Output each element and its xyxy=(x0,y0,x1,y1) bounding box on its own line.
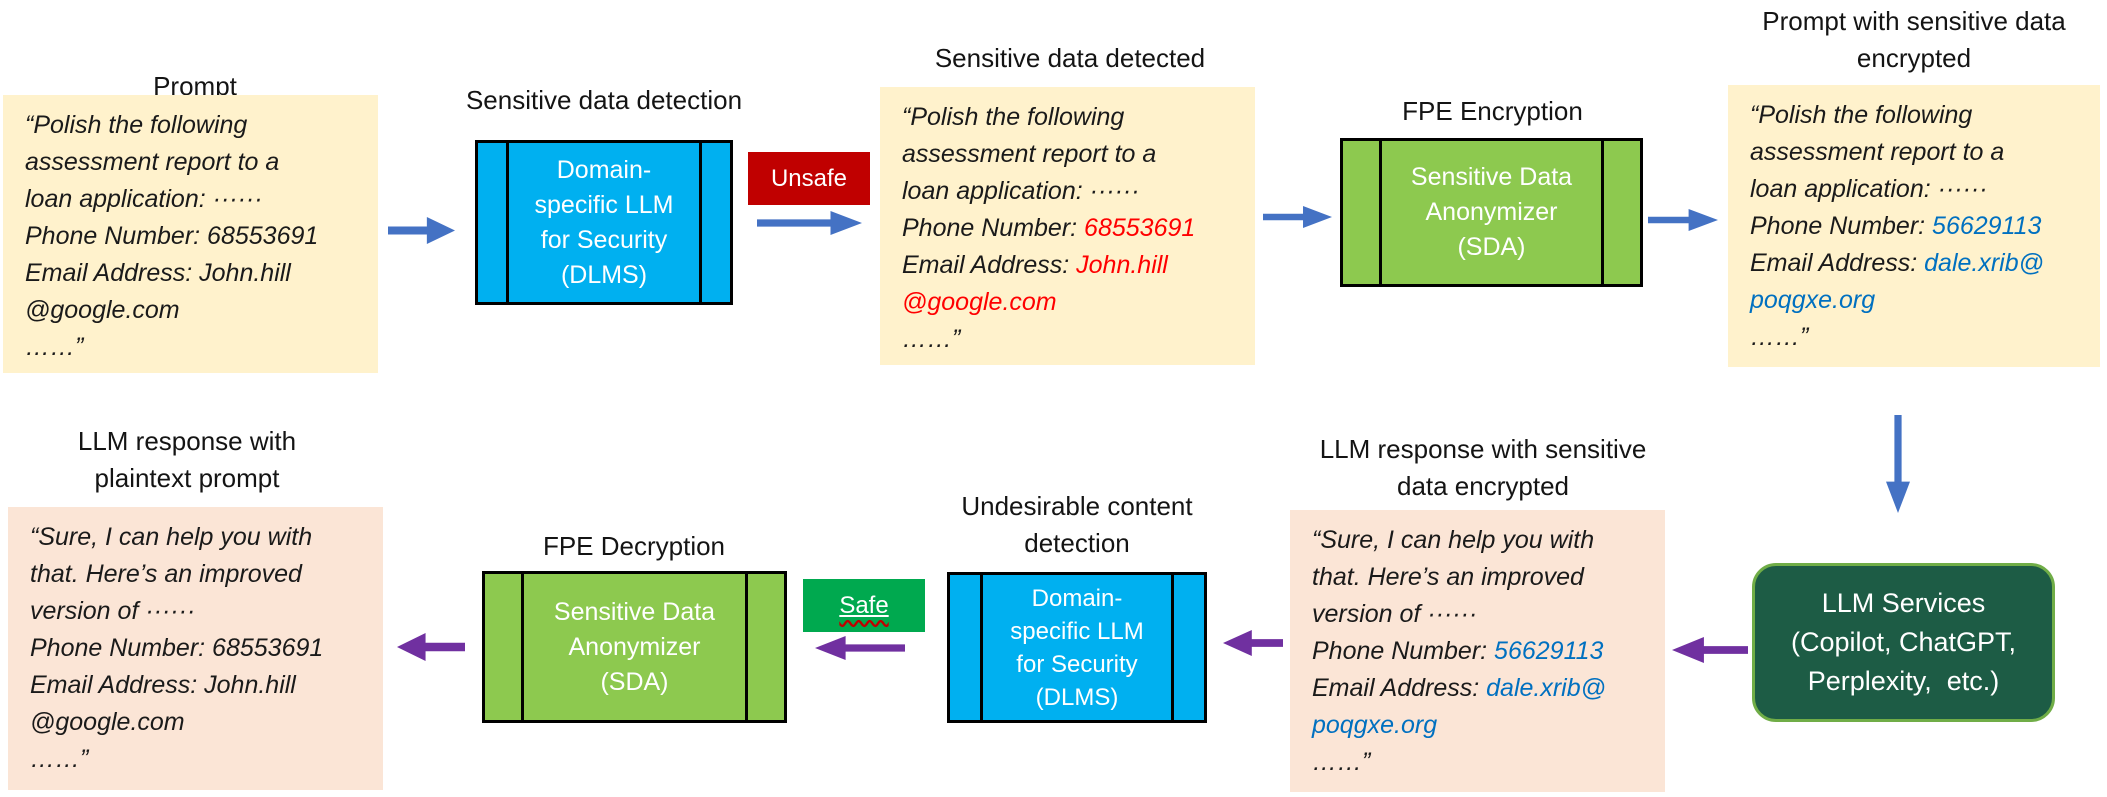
quote-line: that. Here’s an improved xyxy=(30,560,302,588)
quote-line-ellipsis: ……” xyxy=(25,333,84,361)
plaintext-response-box: “Sure, I can help you with that. Here’s … xyxy=(8,507,383,790)
plaintext-response-title: LLM response with plaintext prompt xyxy=(77,426,297,493)
process-side-line xyxy=(506,143,509,302)
email-value-2-encrypted: poqgxe.org xyxy=(1750,286,1876,314)
dlms-undesirable-box: Domain- specific LLM for Security (DLMS) xyxy=(947,572,1207,723)
sda-decryption-label: Sensitive Data Anonymizer (SDA) xyxy=(553,597,716,696)
llm-services-box: LLM Services (Copilot, ChatGPT, Perplexi… xyxy=(1752,563,2055,722)
quote-line: version of ······ xyxy=(1312,600,1478,628)
phone-value: 68553691 xyxy=(207,222,319,250)
sda-encryption-box: Sensitive Data Anonymizer (SDA) xyxy=(1340,138,1643,287)
email-value-2-sensitive: @google.com xyxy=(902,288,1057,316)
quote-line-phone: Phone Number: 68553691 xyxy=(25,222,319,250)
dlms-detection-box: Domain- specific LLM for Security (DLMS) xyxy=(475,140,733,305)
arrow-left-icon xyxy=(1223,630,1283,656)
quote-line-email: Email Address: dale.xrib@ xyxy=(1312,674,1607,702)
email-value: John.hill xyxy=(204,671,296,699)
process-side-line xyxy=(1379,141,1382,284)
sensitive-data-detection-title: Sensitive data detection xyxy=(465,85,743,115)
safe-badge: Safe xyxy=(803,579,925,632)
quote-line: “Sure, I can help you with xyxy=(1312,526,1595,554)
dlms-undesirable-label: Domain- specific LLM for Security (DLMS) xyxy=(1010,584,1144,711)
encrypted-response-title: LLM response with sensitive data encrypt… xyxy=(1319,434,1647,501)
process-side-line xyxy=(745,574,748,720)
quote-line-ellipsis: ……” xyxy=(1750,323,1809,351)
arrow-left-icon xyxy=(815,636,905,660)
quote-line-email2: @google.com xyxy=(902,284,1237,321)
dlms-detection-label: Domain- specific LLM for Security (DLMS) xyxy=(534,155,674,289)
quote-line-ellipsis: ……” xyxy=(902,325,961,353)
fpe-decryption-title: FPE Decryption xyxy=(542,531,726,561)
quote-line-ellipsis: ……” xyxy=(30,745,89,773)
phone-value-encrypted: 56629113 xyxy=(1494,637,1604,665)
quote-line-email2: poqgxe.org xyxy=(1750,282,2082,319)
fpe-encryption-title: FPE Encryption xyxy=(1402,96,1583,126)
quote-line: “Polish the following xyxy=(25,111,248,139)
unsafe-label: Unsafe xyxy=(770,164,848,192)
quote-line: loan application: ······ xyxy=(902,177,1140,205)
unsafe-badge: Unsafe xyxy=(748,152,870,205)
email-value: John.hill xyxy=(199,259,291,287)
quote-line: assessment report to a xyxy=(902,140,1157,168)
arrow-down-icon xyxy=(1886,415,1910,513)
arrow-left-icon xyxy=(397,633,465,661)
email-value-encrypted: dale.xrib@ xyxy=(1924,249,2045,277)
sda-decryption-box: Sensitive Data Anonymizer (SDA) xyxy=(482,571,787,723)
phone-value-encrypted: 56629113 xyxy=(1932,212,2042,240)
process-side-line xyxy=(1171,575,1174,720)
arrow-right-icon xyxy=(1263,206,1332,228)
prompt-box: “Polish the following assessment report … xyxy=(3,95,378,373)
sensitive-data-detected-box: “Polish the following assessment report … xyxy=(880,87,1255,365)
quote-line-email2: @google.com xyxy=(25,292,360,329)
sensitive-data-detected-title: Sensitive data detected xyxy=(934,43,1206,73)
process-side-line xyxy=(980,575,983,720)
encrypted-prompt-title: Prompt with sensitive data encrypted xyxy=(1762,6,2066,73)
quote-line-email2: @google.com xyxy=(30,704,365,741)
process-side-line xyxy=(699,143,702,302)
quote-line: version of ······ xyxy=(30,597,196,625)
quote-line-email: Email Address: John.hill xyxy=(30,671,296,699)
quote-line: “Polish the following xyxy=(1750,101,1973,129)
arrow-right-icon xyxy=(757,211,862,235)
process-side-line xyxy=(1601,141,1604,284)
arrow-left-icon xyxy=(1672,637,1748,663)
quote-line-email2: poqgxe.org xyxy=(1312,707,1647,744)
quote-line-email: Email Address: John.hill xyxy=(25,259,291,287)
quote-line: assessment report to a xyxy=(1750,138,2005,166)
quote-line: loan application: ······ xyxy=(25,185,263,213)
safe-label: Safe xyxy=(839,591,889,619)
email-value-encrypted: dale.xrib@ xyxy=(1486,674,1607,702)
process-side-line xyxy=(521,574,524,720)
quote-line: that. Here’s an improved xyxy=(1312,563,1584,591)
email-value-sensitive: John.hill xyxy=(1076,251,1168,279)
quote-line: “Sure, I can help you with xyxy=(30,523,313,551)
phone-value: 68553691 xyxy=(212,634,324,662)
email-value-2: @google.com xyxy=(30,708,185,736)
quote-line-email: Email Address: dale.xrib@ xyxy=(1750,249,2045,277)
quote-line-phone: Phone Number: 68553691 xyxy=(30,634,324,662)
quote-line-ellipsis: ……” xyxy=(1312,748,1371,776)
email-value-2: @google.com xyxy=(25,296,180,324)
phone-value-sensitive: 68553691 xyxy=(1084,214,1196,242)
quote-line: “Polish the following xyxy=(902,103,1125,131)
encrypted-prompt-box: “Polish the following assessment report … xyxy=(1728,85,2100,367)
quote-line: assessment report to a xyxy=(25,148,280,176)
quote-line-phone: Phone Number: 56629113 xyxy=(1312,637,1604,665)
undesirable-content-detection-title: Undesirable content detection xyxy=(961,491,1193,558)
quote-line: loan application: ······ xyxy=(1750,175,1988,203)
email-value-2-encrypted: poqgxe.org xyxy=(1312,711,1438,739)
sda-encryption-label: Sensitive Data Anonymizer (SDA) xyxy=(1410,163,1573,261)
quote-line-phone: Phone Number: 68553691 xyxy=(902,214,1196,242)
encrypted-response-box: “Sure, I can help you with that. Here’s … xyxy=(1290,510,1665,792)
arrow-right-icon xyxy=(388,217,455,244)
quote-line-phone: Phone Number: 56629113 xyxy=(1750,212,2042,240)
quote-line-email: Email Address: John.hill xyxy=(902,251,1168,279)
arrow-right-icon xyxy=(1648,209,1718,231)
